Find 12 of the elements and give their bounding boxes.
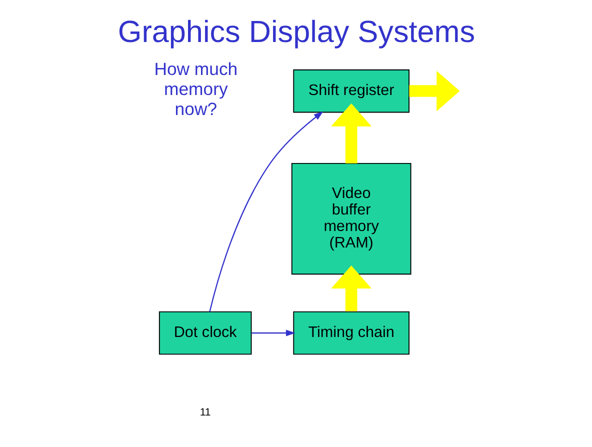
node-box: Shift register bbox=[292, 69, 409, 113]
label: 11 bbox=[199, 406, 210, 419]
arrow bbox=[251, 330, 295, 336]
diagram-title: Graphics Display Systems bbox=[117, 14, 475, 49]
label: How much memory now? bbox=[154, 59, 238, 120]
node-box: Dot clock bbox=[158, 311, 252, 355]
arrow bbox=[208, 111, 323, 312]
arrow bbox=[330, 265, 372, 312]
arrow bbox=[408, 70, 460, 112]
arrow bbox=[330, 103, 372, 164]
node-box: Video buffer memory (RAM) bbox=[290, 162, 411, 275]
node-box: Timing chain bbox=[292, 311, 409, 355]
